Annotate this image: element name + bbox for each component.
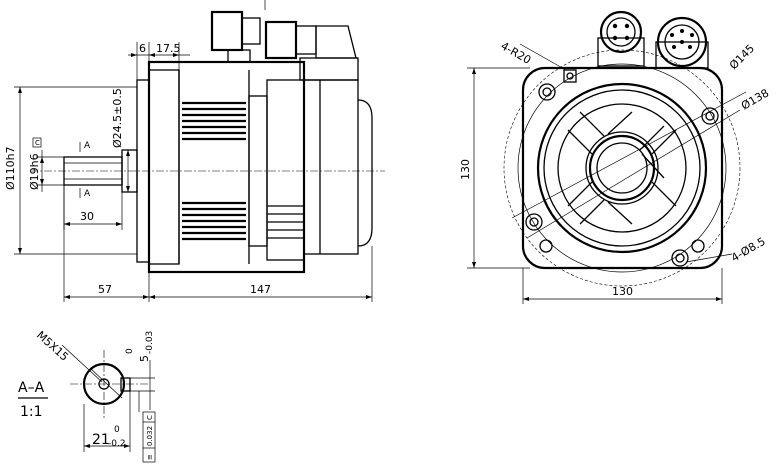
section-marks: A A <box>79 141 91 199</box>
front-connectors <box>597 10 709 69</box>
dim-key-length-text: 30 <box>80 210 94 223</box>
section-keyway <box>120 377 131 392</box>
dim-flange-to-fins: 17.5 <box>156 42 181 55</box>
front-flange <box>521 66 724 270</box>
dim-height-text: 130 <box>459 159 472 180</box>
datum-c: C <box>35 139 40 147</box>
side-view: 6 17.5 Ø24.5±0.5 Ø110h7 <box>4 0 385 302</box>
dim-front-height: 130 <box>459 67 530 269</box>
dim-front-width: 130 <box>522 268 723 304</box>
pcd-inner <box>517 63 727 273</box>
dim-corner-radius: 4-R20 <box>499 39 534 67</box>
section-view: A–A 1:1 M5X15 5 0 -0.03 21 0 -0.2 <box>18 329 156 463</box>
dim-lengths: 57 147 <box>63 185 373 302</box>
dim-depth: 21 <box>92 432 110 448</box>
front-spokes <box>567 111 677 225</box>
dim-width-text: 130 <box>612 285 633 298</box>
dim-shaft-step: 6 <box>139 42 146 55</box>
dim-depth-upper: 0 <box>114 425 120 435</box>
cooling-fins-lower <box>182 201 246 241</box>
front-view: 4-R20 Ø145 Ø138 4-Ø8.5 130 130 <box>459 10 771 304</box>
dim-shaft-length: 57 <box>98 283 112 296</box>
dim-pcd-inner: Ø138 <box>739 87 771 113</box>
dim-key-width-upper: 0 <box>125 348 135 354</box>
tol-value: 0.032 <box>146 426 154 446</box>
dim-shaft-dia: Ø19h6 C <box>28 137 64 192</box>
tol-symbol: ≡ <box>146 454 154 460</box>
section-scale: 1:1 <box>20 404 43 420</box>
dim-pilot: Ø24.5±0.5 <box>111 88 132 193</box>
section-shaft <box>82 362 126 406</box>
dim-holes: 4-Ø8.5 <box>729 235 768 265</box>
mounting-holes <box>525 69 719 267</box>
pcd-outer <box>503 49 741 287</box>
dim-tapped-hole: M5X15 <box>34 329 71 364</box>
dim-pilot-dia: Ø24.5±0.5 <box>111 88 124 148</box>
dim-6-17.5: 6 17.5 <box>128 42 190 80</box>
dim-body-dia: Ø110h7 <box>4 86 137 255</box>
dim-key-width-lower: -0.03 <box>145 331 155 354</box>
dim-body-dia-text: Ø110h7 <box>4 146 17 190</box>
dim-depth-lower: -0.2 <box>108 439 126 449</box>
dim-body-length: 147 <box>250 283 271 296</box>
tolerance-frame: C 0.032 ≡ <box>142 411 156 463</box>
dim-key-length: 30 <box>63 185 123 230</box>
section-title: A–A <box>18 380 45 396</box>
tol-datum: C <box>146 415 154 420</box>
cooling-fins-upper <box>182 101 246 141</box>
side-connectors <box>210 0 359 81</box>
dim-shaft-dia-text: Ø19h6 <box>28 153 41 190</box>
section-mark-top: A <box>84 141 91 151</box>
section-mark-bottom: A <box>84 189 91 199</box>
dim-key-width: 5 <box>138 355 151 362</box>
dim-pcd-outer: Ø145 <box>727 42 757 72</box>
motor-body <box>147 60 373 274</box>
